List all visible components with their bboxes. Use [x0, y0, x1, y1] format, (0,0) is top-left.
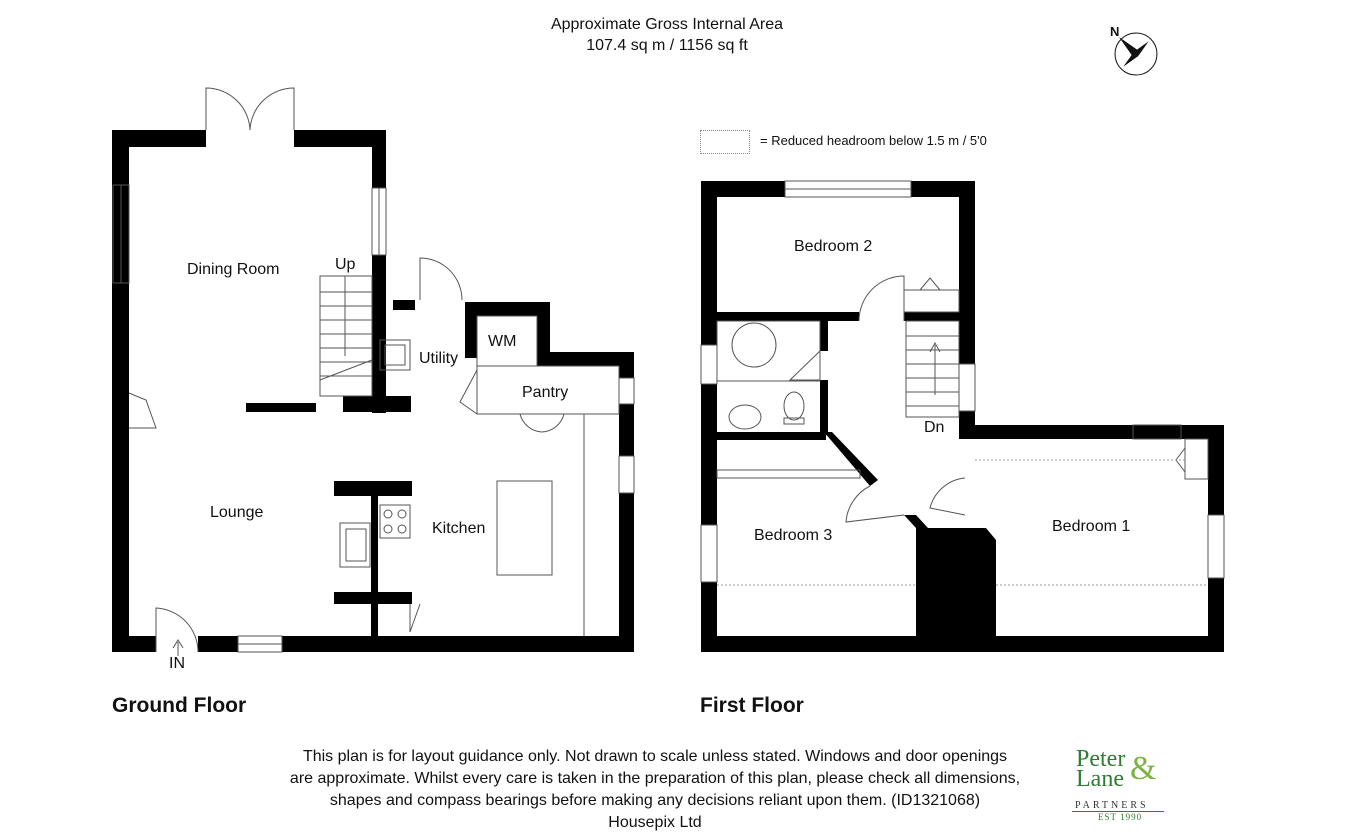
reduced-headroom-lines [717, 459, 1208, 586]
legend-swatch [700, 130, 750, 154]
area-value: 107.4 sq m / 1156 sq ft [586, 37, 748, 54]
room-bedroom-3: Bedroom 3 [754, 527, 833, 544]
room-bedroom-1: Bedroom 1 [1052, 518, 1131, 535]
logo-ampersand: & [1130, 750, 1157, 787]
room-pantry: Pantry [522, 384, 569, 401]
ground-floor-fixtures [112, 87, 635, 656]
area-title: Approximate Gross Internal Area [550, 16, 784, 33]
disclaimer: This plan is for layout guidance only. N… [250, 746, 1060, 834]
disclaimer-line: shapes and compass bearings before makin… [329, 792, 981, 809]
stairs-down-label: Dn [924, 419, 945, 436]
first-floor-fixtures [700, 180, 1225, 583]
disclaimer-line: are approximate. Whilst every care is ta… [289, 770, 1021, 787]
ground-floor-label: Ground Floor [112, 694, 247, 717]
logo-word-peter: Peter [1076, 746, 1126, 772]
room-wm: WM [488, 333, 517, 350]
room-utility: Utility [419, 350, 459, 367]
logo-word-lane: Lane [1076, 766, 1124, 792]
disclaimer-line: This plan is for layout guidance only. N… [302, 748, 1008, 765]
room-lounge: Lounge [210, 504, 264, 521]
logo-rule [1072, 811, 1164, 812]
first-floor-plan [701, 181, 1224, 652]
disclaimer-line: Housepix Ltd [608, 814, 702, 831]
compass-rose-icon [1114, 32, 1158, 76]
ground-floor-plan [112, 130, 634, 652]
first-floor-label: First Floor [700, 694, 804, 717]
company-logo: Peter Lane & PARTNERS EST 1990 [1072, 746, 1172, 828]
area-summary: Approximate Gross Internal Area 107.4 sq… [0, 14, 1334, 56]
room-bedroom-2: Bedroom 2 [794, 238, 873, 255]
room-dining-room: Dining Room [187, 261, 280, 278]
compass-north-label: N [1110, 24, 1120, 39]
logo-established: EST 1990 [1098, 812, 1143, 822]
legend-text: = Reduced headroom below 1.5 m / 5'0 [760, 133, 987, 148]
logo-partners: PARTNERS [1075, 800, 1149, 811]
entrance-label: IN [169, 655, 185, 672]
stairs-up-label: Up [335, 256, 356, 273]
room-kitchen: Kitchen [432, 520, 486, 537]
